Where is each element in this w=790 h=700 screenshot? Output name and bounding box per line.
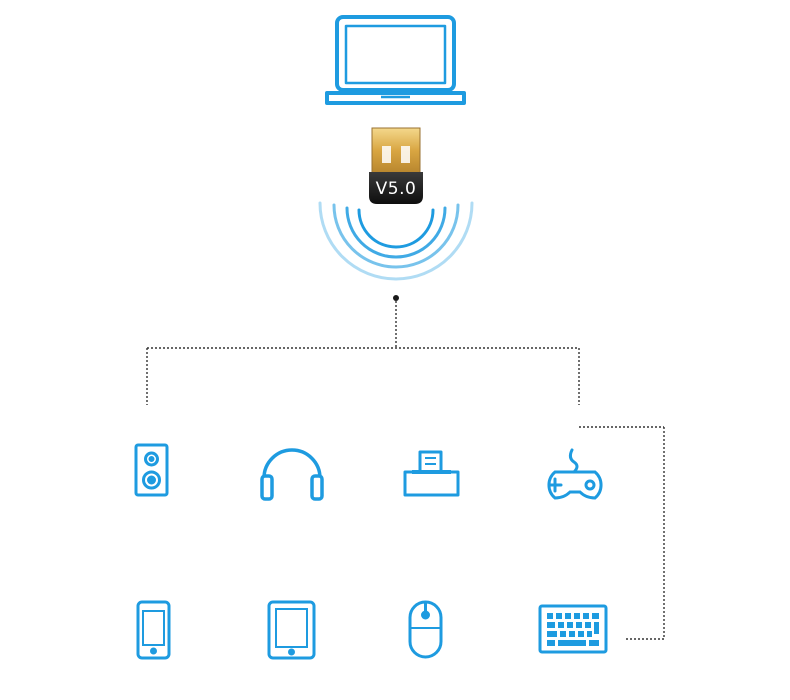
- printer-icon: [403, 450, 460, 497]
- mouse-icon: [408, 600, 443, 659]
- headphones-icon: [260, 448, 324, 501]
- connector-lines: [146, 295, 665, 640]
- bluetooth-dongle: V5.0: [369, 127, 423, 204]
- smartphone-icon: [136, 600, 171, 660]
- tablet-icon: [267, 600, 316, 660]
- speaker-icon: [134, 443, 169, 497]
- gamepad-icon: [547, 448, 603, 500]
- laptop-icon: [325, 15, 466, 105]
- connector-node: [393, 295, 399, 301]
- keyboard-icon: [538, 604, 608, 654]
- signal-waves: [318, 201, 474, 281]
- dongle-version-label: V5.0: [376, 179, 417, 199]
